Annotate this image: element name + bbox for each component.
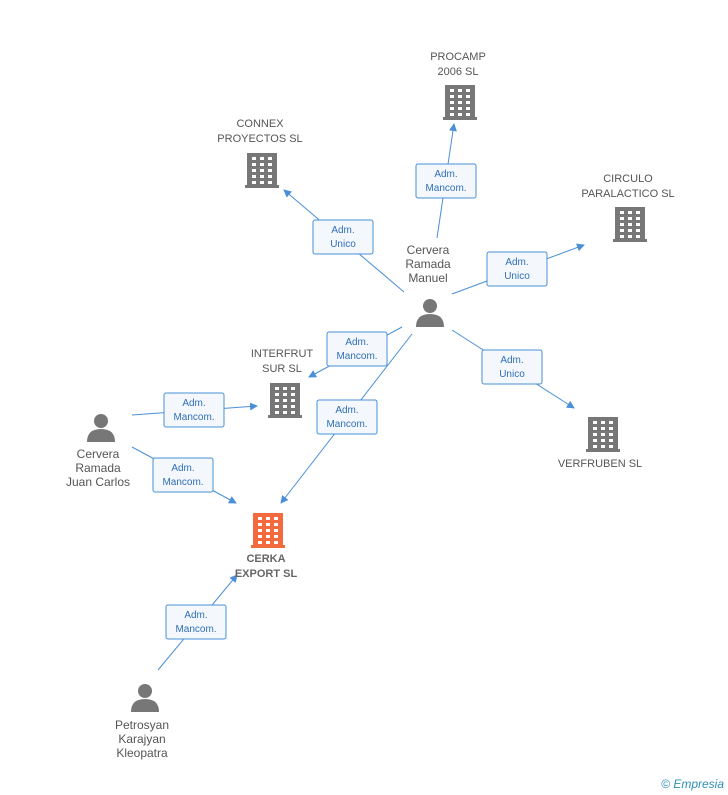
person-icon bbox=[131, 684, 159, 712]
edge-manuel-circulo: Adm. Unico bbox=[451, 243, 585, 295]
building-icon bbox=[268, 383, 302, 418]
edge-juancarlos-interfrut: Adm. Mancom. bbox=[131, 392, 258, 428]
edge-label-box bbox=[312, 219, 374, 255]
edge-label-text: Mancom. bbox=[162, 477, 203, 488]
node-label: VERFRUBEN SL bbox=[558, 458, 642, 470]
building-icon bbox=[586, 417, 620, 452]
person-icon bbox=[416, 299, 444, 327]
node-procamp[interactable]: PROCAMP 2006 SL bbox=[430, 51, 486, 120]
edge-label-text: Adm. bbox=[335, 405, 358, 416]
node-label: Kleopatra bbox=[116, 746, 168, 760]
node-label: Ramada bbox=[405, 257, 451, 271]
edge-label-text: Adm. bbox=[505, 257, 528, 268]
building-icon bbox=[443, 85, 477, 120]
edge-label-text: Adm. bbox=[434, 169, 457, 180]
edge-label-text: Mancom. bbox=[175, 624, 216, 635]
building-icon bbox=[245, 153, 279, 188]
edge-label-box bbox=[152, 457, 214, 493]
node-connex[interactable]: CONNEX PROYECTOS SL bbox=[217, 118, 303, 188]
edge-label-text: Mancom. bbox=[326, 419, 367, 430]
building-icon bbox=[613, 207, 647, 242]
edge-label-text: Adm. bbox=[182, 398, 205, 409]
node-label: Karajyan bbox=[118, 732, 165, 746]
edge-label-box bbox=[326, 331, 388, 367]
edge-label-text: Unico bbox=[330, 239, 356, 250]
node-label: Petrosyan bbox=[115, 718, 169, 732]
copyright-icon: © bbox=[661, 777, 670, 791]
edge-juancarlos-cerka: Adm. Mancom. bbox=[131, 446, 237, 504]
edge-label-text: Mancom. bbox=[425, 183, 466, 194]
edge-manuel-cerka: Adm. Mancom. bbox=[280, 333, 413, 504]
node-label: PROYECTOS SL bbox=[217, 133, 302, 145]
edge-kleopatra-cerka: Adm. Mancom. bbox=[157, 574, 238, 671]
building-icon bbox=[251, 513, 285, 548]
brand-name: Empresia bbox=[673, 777, 724, 791]
edge-label-text: Adm. bbox=[345, 337, 368, 348]
edge-manuel-procamp: Adm. Mancom. bbox=[415, 123, 477, 239]
edges-layer: Adm.Mancom.Adm.UnicoAdm.UnicoAdm.Mancom.… bbox=[131, 123, 585, 671]
node-label: CONNEX bbox=[236, 118, 284, 130]
edge-label-box bbox=[316, 399, 378, 435]
edge-label-box bbox=[163, 392, 225, 428]
node-label: CIRCULO bbox=[603, 173, 653, 185]
edge-label-text: Mancom. bbox=[173, 412, 214, 423]
node-label: SUR SL bbox=[262, 363, 302, 375]
node-label: CERKA bbox=[246, 553, 285, 565]
edge-label-box bbox=[481, 349, 543, 385]
node-label: Cervera bbox=[77, 447, 120, 461]
edge-label-text: Unico bbox=[499, 369, 525, 380]
footer-brand: © Empresia bbox=[661, 777, 724, 791]
node-label: Ramada bbox=[75, 461, 121, 475]
node-label: EXPORT SL bbox=[235, 568, 298, 580]
edge-label-text: Adm. bbox=[184, 610, 207, 621]
node-verfruben[interactable]: VERFRUBEN SL bbox=[558, 417, 642, 470]
edge-label-box bbox=[165, 604, 227, 640]
node-cerka[interactable]: CERKA EXPORT SL bbox=[235, 513, 298, 580]
node-label: 2006 SL bbox=[438, 66, 479, 78]
edge-label-box bbox=[415, 163, 477, 199]
edge-manuel-connex: Adm. Unico bbox=[283, 189, 405, 293]
edge-label-text: Adm. bbox=[331, 225, 354, 236]
edge-label-box bbox=[486, 251, 548, 287]
node-circulo[interactable]: CIRCULO PARALACTICO SL bbox=[581, 173, 675, 242]
node-label: Juan Carlos bbox=[66, 475, 130, 489]
edge-manuel-verfruben: Adm. Unico bbox=[451, 329, 575, 409]
edge-label-text: Unico bbox=[504, 271, 530, 282]
edge-label-text: Adm. bbox=[171, 463, 194, 474]
person-icon bbox=[87, 414, 115, 442]
node-label: Cervera bbox=[407, 243, 450, 257]
node-interfrut[interactable]: INTERFRUT SUR SL bbox=[251, 348, 314, 418]
node-label: INTERFRUT bbox=[251, 348, 314, 360]
edge-label-text: Mancom. bbox=[336, 351, 377, 362]
nodes-layer: PROCAMP 2006 SL CONNEX PROYECTOS SL CIRCULO P… bbox=[66, 51, 675, 760]
node-label: PARALACTICO SL bbox=[581, 188, 674, 200]
edge-manuel-interfrut: Adm. Mancom. bbox=[308, 326, 403, 378]
node-label: Manuel bbox=[408, 271, 447, 285]
edge-label-text: Adm. bbox=[500, 355, 523, 366]
node-label: PROCAMP bbox=[430, 51, 486, 63]
